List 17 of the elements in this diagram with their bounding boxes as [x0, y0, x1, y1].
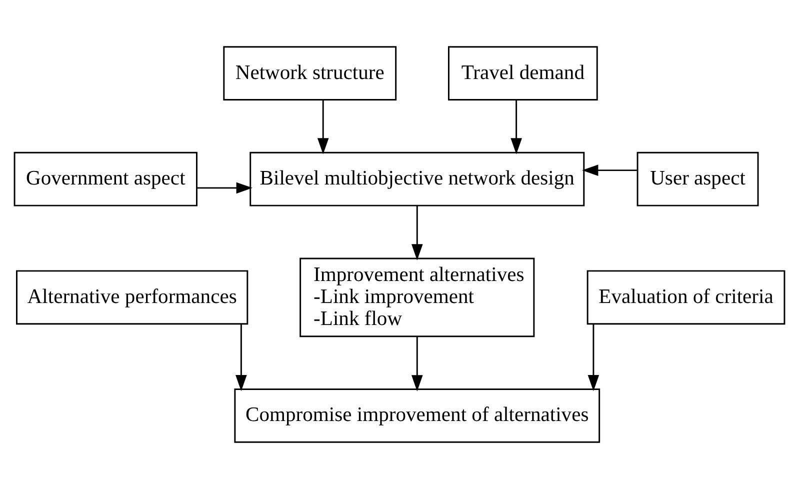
arrow — [317, 100, 329, 154]
arrow — [236, 324, 247, 392]
node-box: Improvement alternatives -Link improvement -Link flow — [300, 258, 535, 338]
node-box: Evaluation of criteria — [586, 270, 786, 325]
arrow — [582, 164, 637, 176]
node-box: Travel demand — [448, 46, 598, 100]
node-box: User aspect — [636, 152, 759, 206]
node-box: Compromise improvement of alternatives — [234, 388, 600, 443]
arrow — [411, 206, 423, 260]
node-box: Government aspect — [14, 152, 198, 206]
arrow — [196, 182, 252, 194]
node-box: Bilevel multiobjective network design — [250, 152, 585, 206]
arrow — [588, 324, 600, 392]
node-box: Alternative performances — [16, 270, 248, 325]
arrow — [411, 336, 423, 392]
arrow — [510, 100, 522, 154]
node-box: Network structure — [223, 46, 397, 100]
